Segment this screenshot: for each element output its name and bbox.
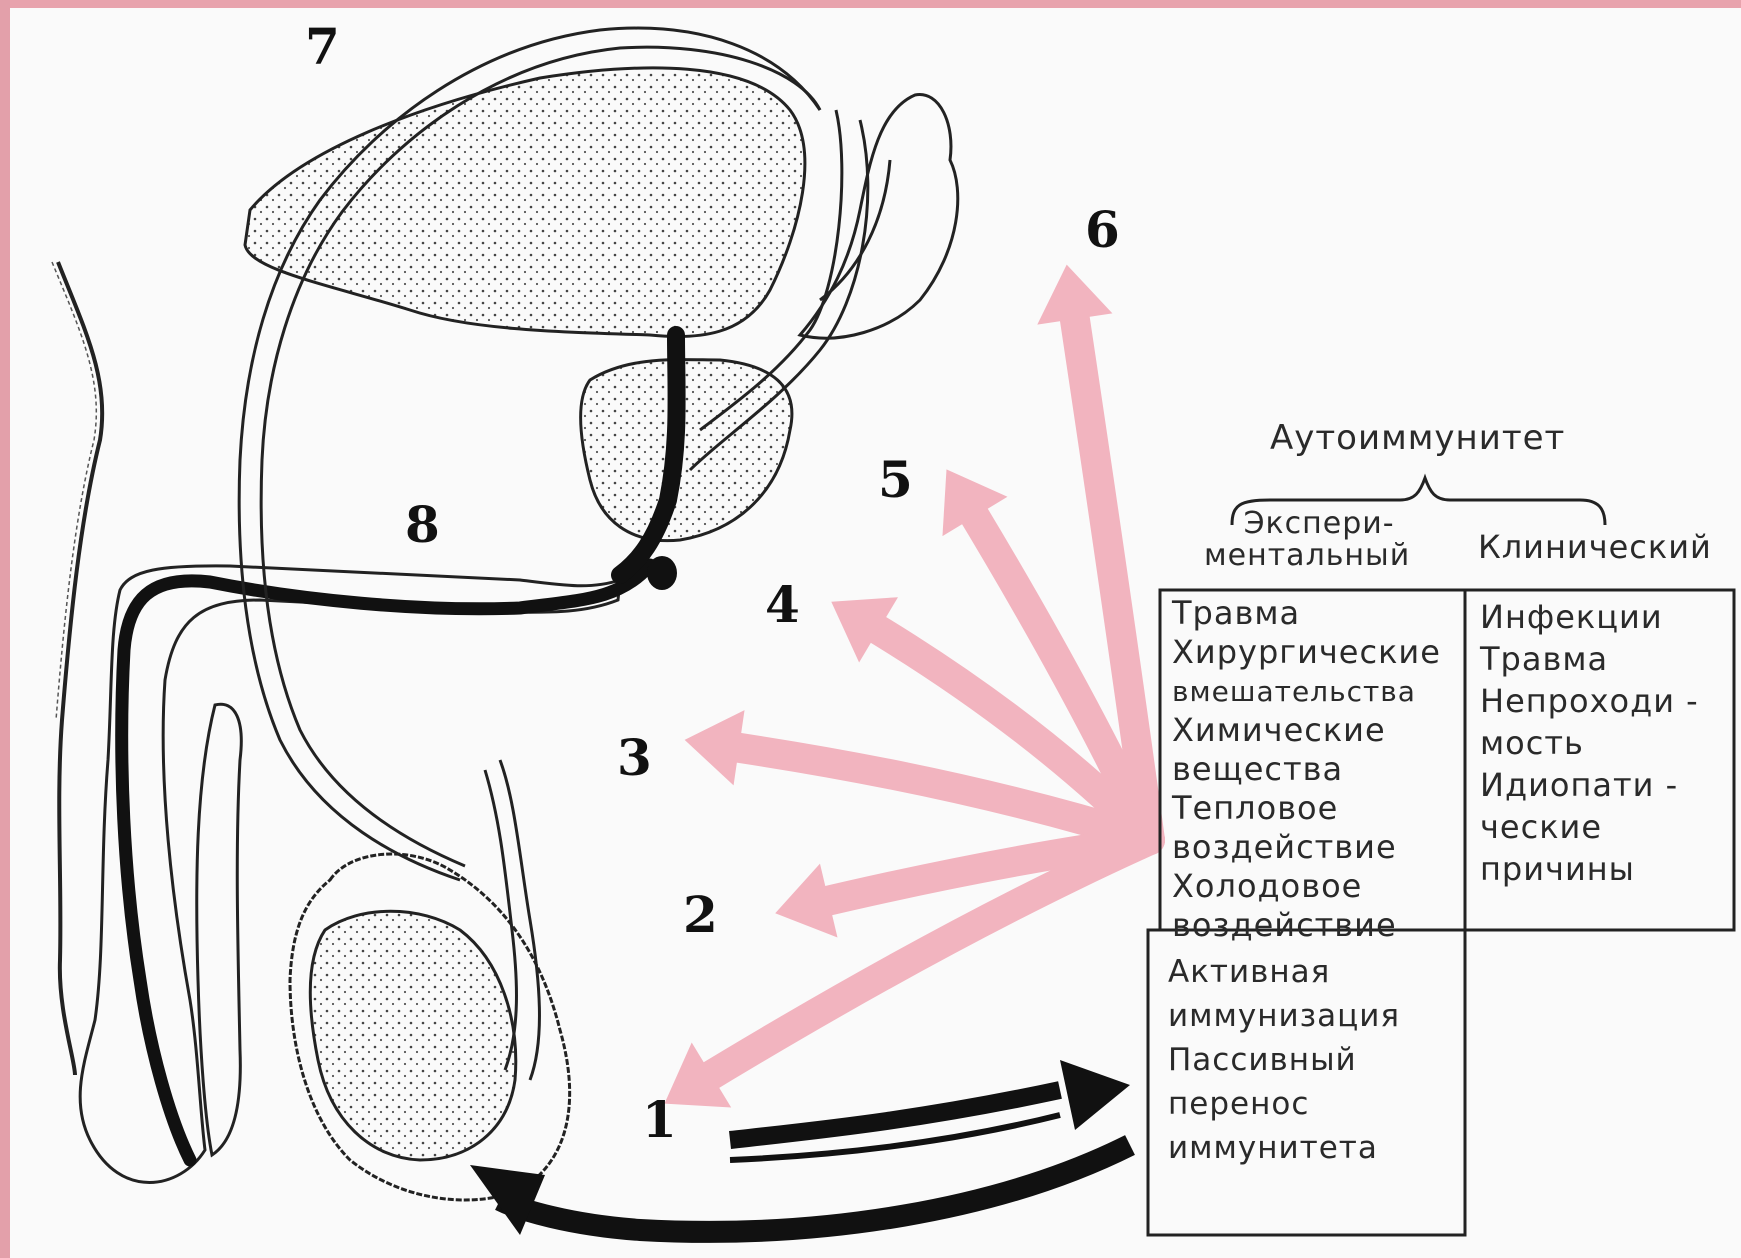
experimental-header-line-2: ментальный [1204, 540, 1410, 572]
body-contour-line [58, 262, 102, 1075]
label-number-6: 6 [1085, 205, 1120, 255]
penis-inner-shaft [197, 704, 242, 1155]
experimental-item: Хирургические [1172, 633, 1441, 672]
experimental-item: Холодовое [1172, 867, 1441, 906]
label-number-7: 7 [305, 22, 340, 72]
black-arrow-to-box [730, 1090, 1060, 1140]
immunization-item: иммунизация [1168, 994, 1400, 1038]
experimental-item: Травма [1172, 594, 1441, 633]
experimental-item: воздействие [1172, 828, 1441, 867]
testis [310, 911, 516, 1160]
immunization-item: Активная [1168, 950, 1400, 994]
immunization-item: Пассивный [1168, 1038, 1400, 1082]
clinical-item: мость [1480, 722, 1699, 764]
pink-arrow-6-head [1037, 265, 1112, 325]
prostate [581, 360, 792, 541]
clinical-header: Клинический [1478, 528, 1712, 566]
clinical-list: Инфекции Травма Непроходи - мость Идиопа… [1480, 596, 1699, 890]
pink-arrow-2-head [775, 864, 837, 938]
bulbourethral-gland [647, 556, 677, 590]
experimental-item: вмешательства [1172, 672, 1441, 711]
black-arrow-to-testis [500, 1145, 1130, 1232]
pink-arrow-3-head [685, 710, 745, 785]
label-number-3: 3 [617, 733, 652, 783]
immunization-item: иммунитета [1168, 1126, 1400, 1170]
experimental-header: Экспери- ментальный [1228, 508, 1410, 572]
experimental-item: воздействие [1172, 906, 1441, 945]
experimental-list: Травма Хирургические вмешательства Химич… [1172, 594, 1441, 945]
clinical-item: Инфекции [1480, 596, 1699, 638]
bladder [245, 68, 805, 337]
clinical-item: причины [1480, 848, 1699, 890]
experimental-item: вещества [1172, 750, 1441, 789]
immunization-list: Активная иммунизация Пассивный перенос и… [1168, 950, 1400, 1170]
label-number-2: 2 [683, 890, 718, 940]
black-arrow-to-box-head [1060, 1060, 1130, 1130]
immunization-item: перенос [1168, 1082, 1400, 1126]
experimental-item: Химические [1172, 711, 1441, 750]
label-number-5: 5 [878, 455, 913, 505]
clinical-item: Непроходи - [1480, 680, 1699, 722]
label-number-4: 4 [765, 580, 800, 630]
table-title: Аутоиммунитет [1270, 418, 1565, 458]
clinical-item: ческие [1480, 806, 1699, 848]
label-number-1: 1 [642, 1095, 677, 1145]
clinical-item: Идиопати - [1480, 764, 1699, 806]
experimental-header-line-1: Экспери- [1228, 508, 1410, 540]
experimental-item: Тепловое [1172, 789, 1441, 828]
clinical-item: Травма [1480, 638, 1699, 680]
label-number-8: 8 [405, 500, 440, 550]
